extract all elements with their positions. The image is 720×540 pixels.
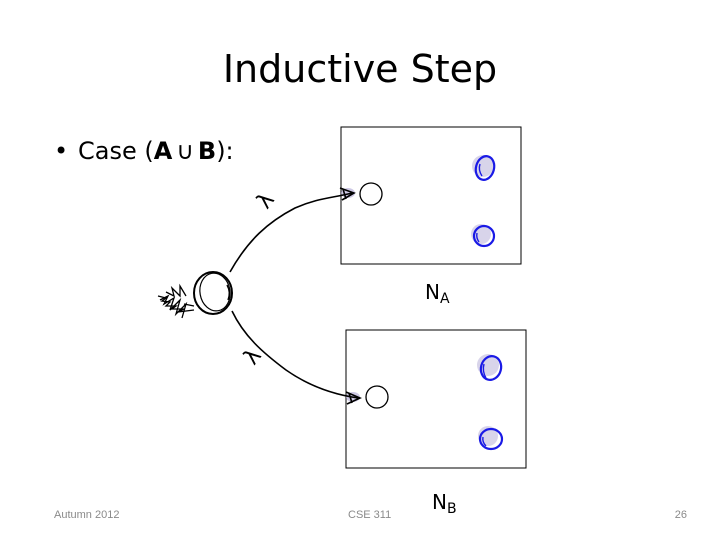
bullet-dot: • — [54, 137, 69, 165]
lambda-edge-a — [229, 187, 356, 273]
footer-center: CSE 311 — [348, 509, 392, 521]
edge-b-label: λ — [239, 344, 267, 370]
bullet-case: • Case (A∪B): — [54, 134, 234, 168]
nfa-a-start-state — [359, 182, 383, 206]
nfa-a-label-main: N — [425, 280, 440, 304]
case-prefix: Case ( — [78, 137, 154, 165]
lambda-edge-b — [231, 310, 362, 405]
start-arrow-scribble — [157, 283, 195, 319]
operand-b: B — [197, 137, 217, 165]
nfa-a-box — [340, 126, 522, 265]
nfa-b-box — [345, 329, 527, 469]
slide-title: Inductive Step — [222, 47, 498, 91]
footer-left: Autumn 2012 — [54, 509, 120, 521]
case-suffix: ): — [216, 137, 234, 165]
edge-a-label: λ — [252, 188, 280, 214]
nfa-a-accept-state-1 — [472, 155, 496, 181]
slide-number: 26 — [674, 509, 687, 521]
nfa-a-accept-state-2 — [471, 224, 496, 248]
union-operator: ∪ — [176, 137, 194, 165]
nfa-b-label-sub: B — [446, 501, 457, 517]
nfa-a-label-sub: A — [439, 291, 450, 307]
nfa-b-label-main: N — [432, 490, 447, 514]
nfa-b-accept-state-1 — [477, 354, 503, 381]
nfa-a-label: NA — [425, 280, 450, 311]
nfa-b-label: NB — [432, 490, 457, 521]
operand-a: A — [153, 137, 173, 165]
nfa-b-accept-state-2 — [478, 426, 504, 451]
new-start-state — [193, 271, 233, 315]
nfa-b-start-state — [365, 385, 389, 409]
